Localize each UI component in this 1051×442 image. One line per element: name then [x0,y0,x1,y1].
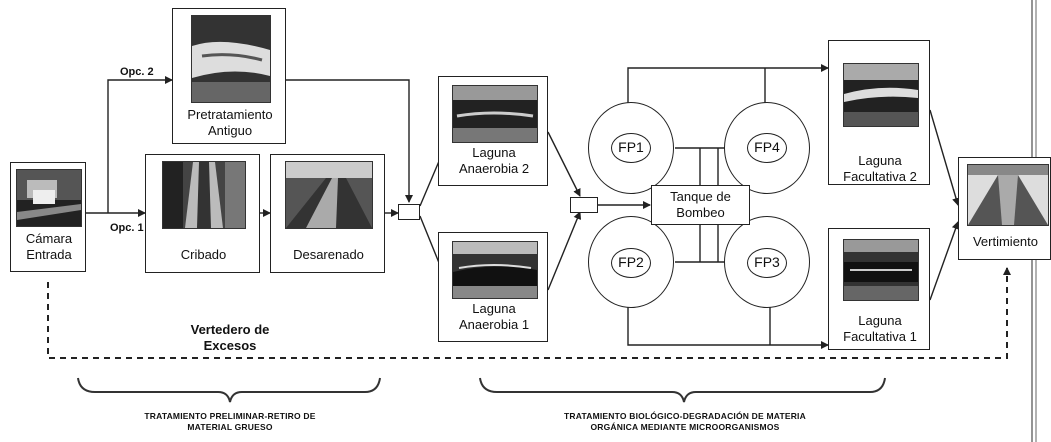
desarenado-photo [285,161,373,229]
laguna-anaerobia-2-photo [452,85,538,143]
pretratamiento-label: Pretratamiento Antiguo [187,107,273,138]
laguna-facultativa-1-photo [843,239,919,301]
camara-entrada-box: Cámara Entrada [10,162,86,272]
tanque-bombeo-label: Tanque de Bombeo [670,189,731,220]
cribado-label: Cribado [180,247,227,262]
laguna-facultativa-1-label: Laguna Facultativa 1 [843,313,917,344]
fp4-label: FP4 [747,133,787,163]
laguna-facultativa-2-label: Laguna Facultativa 2 [843,153,917,184]
fp1-label: FP1 [611,133,651,163]
fp2-circle: FP2 [588,216,674,308]
cribado-box: Cribado [145,154,260,273]
camara-entrada-label: Cámara Entrada [25,231,73,262]
caption-tratamiento-biologico: TRATAMIENTO BIOLÓGICO-DEGRADACIÓN DE MAT… [564,411,806,432]
fp1-circle: FP1 [588,102,674,194]
fp3-label: FP3 [747,248,787,278]
desarenado-box: Desarenado [270,154,385,273]
laguna-anaerobia-1-label: Laguna Anaerobia 1 [458,301,530,332]
fp3-circle: FP3 [724,216,810,308]
camara-entrada-photo [16,169,82,227]
fp4-circle: FP4 [724,102,810,194]
laguna-facultativa-1-box: Laguna Facultativa 1 [828,228,930,350]
opc2-label: Opc. 2 [120,66,154,78]
vertimiento-label: Vertimiento [972,234,1039,249]
laguna-anaerobia-2-label: Laguna Anaerobia 2 [458,145,530,176]
laguna-anaerobia-1-photo [452,241,538,299]
cribado-photo [162,161,246,229]
vertedero-excesos-label: Vertedero de Excesos [190,322,270,353]
laguna-facultativa-2-box: Laguna Facultativa 2 [828,40,930,185]
vertimiento-box: Vertimiento [958,157,1051,260]
junction-box-2 [570,197,598,213]
fp2-label: FP2 [611,248,651,278]
vertimiento-photo [967,164,1049,226]
tanque-bombeo-box: Tanque de Bombeo [651,185,750,225]
pretratamiento-box: Pretratamiento Antiguo [172,8,286,144]
junction-box-1 [398,204,420,220]
laguna-anaerobia-2-box: Laguna Anaerobia 2 [438,76,548,186]
caption-tratamiento-preliminar: TRATAMIENTO PRELIMINAR-RETIRO DE MATERIA… [144,411,316,432]
desarenado-label: Desarenado [293,247,364,262]
laguna-facultativa-2-photo [843,63,919,127]
laguna-anaerobia-1-box: Laguna Anaerobia 1 [438,232,548,342]
pretratamiento-photo [191,15,271,103]
opc1-label: Opc. 1 [110,222,144,234]
